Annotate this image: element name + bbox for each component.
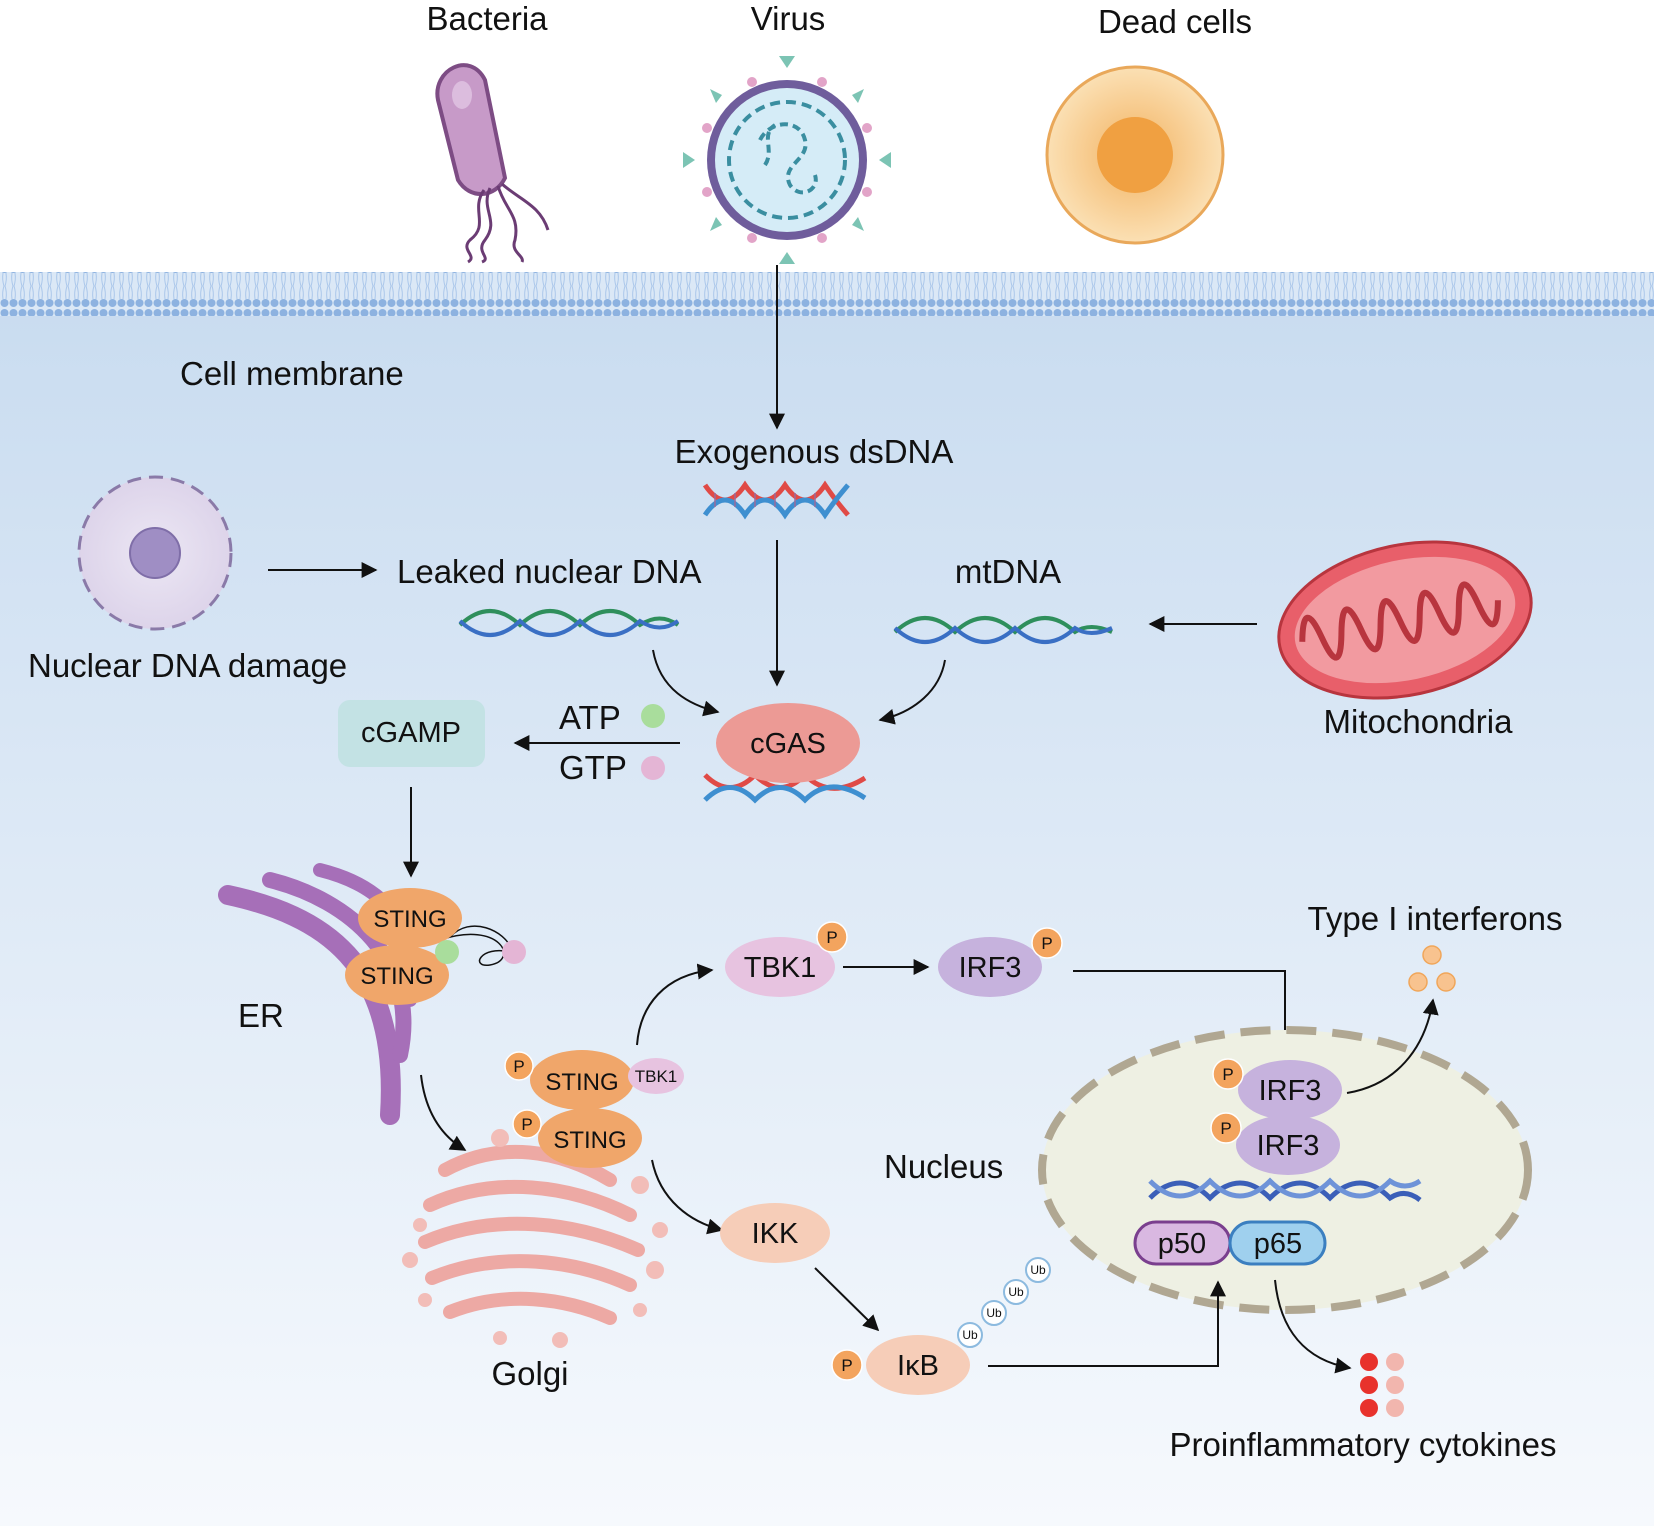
tbk1-label: TBK1 xyxy=(744,952,817,984)
ub-label-2: Ub xyxy=(986,1306,1002,1320)
irf3-label: IRF3 xyxy=(959,952,1022,984)
sting-label-golgi-top: STING xyxy=(545,1069,618,1096)
bacteria-label: Bacteria xyxy=(426,0,548,37)
sting-tbk1-complex: STING STING TBK1 P P xyxy=(504,1050,684,1168)
mitochondria-label: Mitochondria xyxy=(1324,703,1514,740)
phospho-irf3-nuclear-bottom: P xyxy=(1220,1119,1231,1138)
type1-ifn-label: Type I interferons xyxy=(1308,900,1563,937)
cytokine-dots-icon xyxy=(1360,1353,1404,1417)
phospho-sting-top: P xyxy=(513,1057,524,1076)
mtdna-helix-icon xyxy=(893,616,1113,644)
bacteria-icon xyxy=(435,63,550,264)
ifn-dots-icon xyxy=(1408,945,1456,992)
arrow-ikk-to-ikb xyxy=(814,1267,880,1332)
arrow-nfkb-to-cytokines xyxy=(1274,1279,1352,1374)
arrow-er-to-golgi xyxy=(420,1074,467,1151)
sting-label-golgi-bottom: STING xyxy=(553,1127,626,1154)
arrow-sting-to-tbk1 xyxy=(636,963,714,1046)
dead-cells-label: Dead cells xyxy=(1098,3,1252,40)
ikb-node: IκB P xyxy=(831,1335,970,1395)
leaked-nuclear-dna-label: Leaked nuclear DNA xyxy=(397,553,702,590)
arrow-leaked-dna-to-cgas xyxy=(652,649,720,717)
er-label: ER xyxy=(238,997,284,1034)
mtdna-label: mtDNA xyxy=(955,553,1061,590)
phospho-tbk1: P xyxy=(826,928,837,947)
phospho-ikb: P xyxy=(841,1356,852,1375)
cell-membrane-label: Cell membrane xyxy=(180,355,404,392)
cgamp-label: cGAMP xyxy=(361,717,461,749)
proinflammatory-label: Proinflammatory cytokines xyxy=(1170,1426,1557,1463)
mitochondria-icon xyxy=(1277,540,1533,700)
ubiquitin-chain: Ub Ub Ub Ub xyxy=(957,1257,1051,1348)
cgamp-box: cGAMP xyxy=(338,700,485,767)
ikb-label: IκB xyxy=(897,1350,939,1382)
arrow-sting-to-ikk xyxy=(651,1159,724,1235)
arrow-irf3-to-ifn xyxy=(1346,998,1439,1094)
irf3-node: IRF3 P xyxy=(938,927,1063,997)
irf3-dimer-nuclear: IRF3 IRF3 P P xyxy=(1210,1058,1342,1175)
damaged-nucleus-icon xyxy=(77,475,233,631)
cgas-node xyxy=(716,703,860,783)
cgamp-bound-gtp xyxy=(502,940,526,964)
cell-membrane xyxy=(0,272,1654,316)
dead-cell-icon xyxy=(1045,65,1225,245)
nfkb-complex: p50 p65 xyxy=(1133,1220,1327,1266)
nuclear-dna-helix-icon xyxy=(1148,1177,1422,1203)
sting-label-er-top: STING xyxy=(373,906,446,933)
dsdna-helix-icon xyxy=(702,480,850,520)
ub-label-4: Ub xyxy=(1030,1263,1046,1277)
gtp-label: GTP xyxy=(559,749,627,786)
tbk1-label-small: TBK1 xyxy=(635,1067,678,1086)
sting-dimer-er: STING STING xyxy=(345,888,526,1005)
ub-label-3: Ub xyxy=(1008,1285,1024,1299)
phospho-sting-bottom: P xyxy=(521,1115,532,1134)
arrow-mtdna-to-cgas xyxy=(878,659,946,725)
cgamp-bound-atp xyxy=(435,940,459,964)
virus-icon xyxy=(683,56,891,264)
p50-label: p50 xyxy=(1158,1228,1206,1260)
virus-label: Virus xyxy=(751,0,826,37)
ikk-label: IKK xyxy=(752,1218,799,1250)
leaked-dna-helix-icon xyxy=(458,609,680,637)
phospho-irf3: P xyxy=(1041,934,1052,953)
nuclear-dna-damage-label: Nuclear DNA damage xyxy=(28,647,347,684)
irf3-label-nuclear-top: IRF3 xyxy=(1259,1075,1322,1107)
atp-label: ATP xyxy=(559,699,621,736)
gtp-dot xyxy=(641,756,665,780)
tbk1-node: TBK1 P xyxy=(725,921,848,997)
cgas-label: cGAS xyxy=(750,728,826,760)
nucleus-label: Nucleus xyxy=(884,1148,1003,1185)
arrow-irf3-to-nucleus xyxy=(1073,970,1293,1055)
golgi-label: Golgi xyxy=(491,1355,568,1392)
ub-label-1: Ub xyxy=(962,1328,978,1342)
arrow-ikb-to-nfkb xyxy=(988,1280,1226,1367)
sting-label-er-bottom: STING xyxy=(360,963,433,990)
phospho-irf3-nuclear-top: P xyxy=(1222,1065,1233,1084)
p65-label: p65 xyxy=(1254,1228,1302,1260)
irf3-label-nuclear-bottom: IRF3 xyxy=(1257,1130,1320,1162)
cgas-complex: cGAS xyxy=(703,703,867,804)
atp-dot xyxy=(641,704,665,728)
ikk-node: IKK xyxy=(720,1203,830,1263)
exogenous-dsdna-label: Exogenous dsDNA xyxy=(675,433,954,470)
